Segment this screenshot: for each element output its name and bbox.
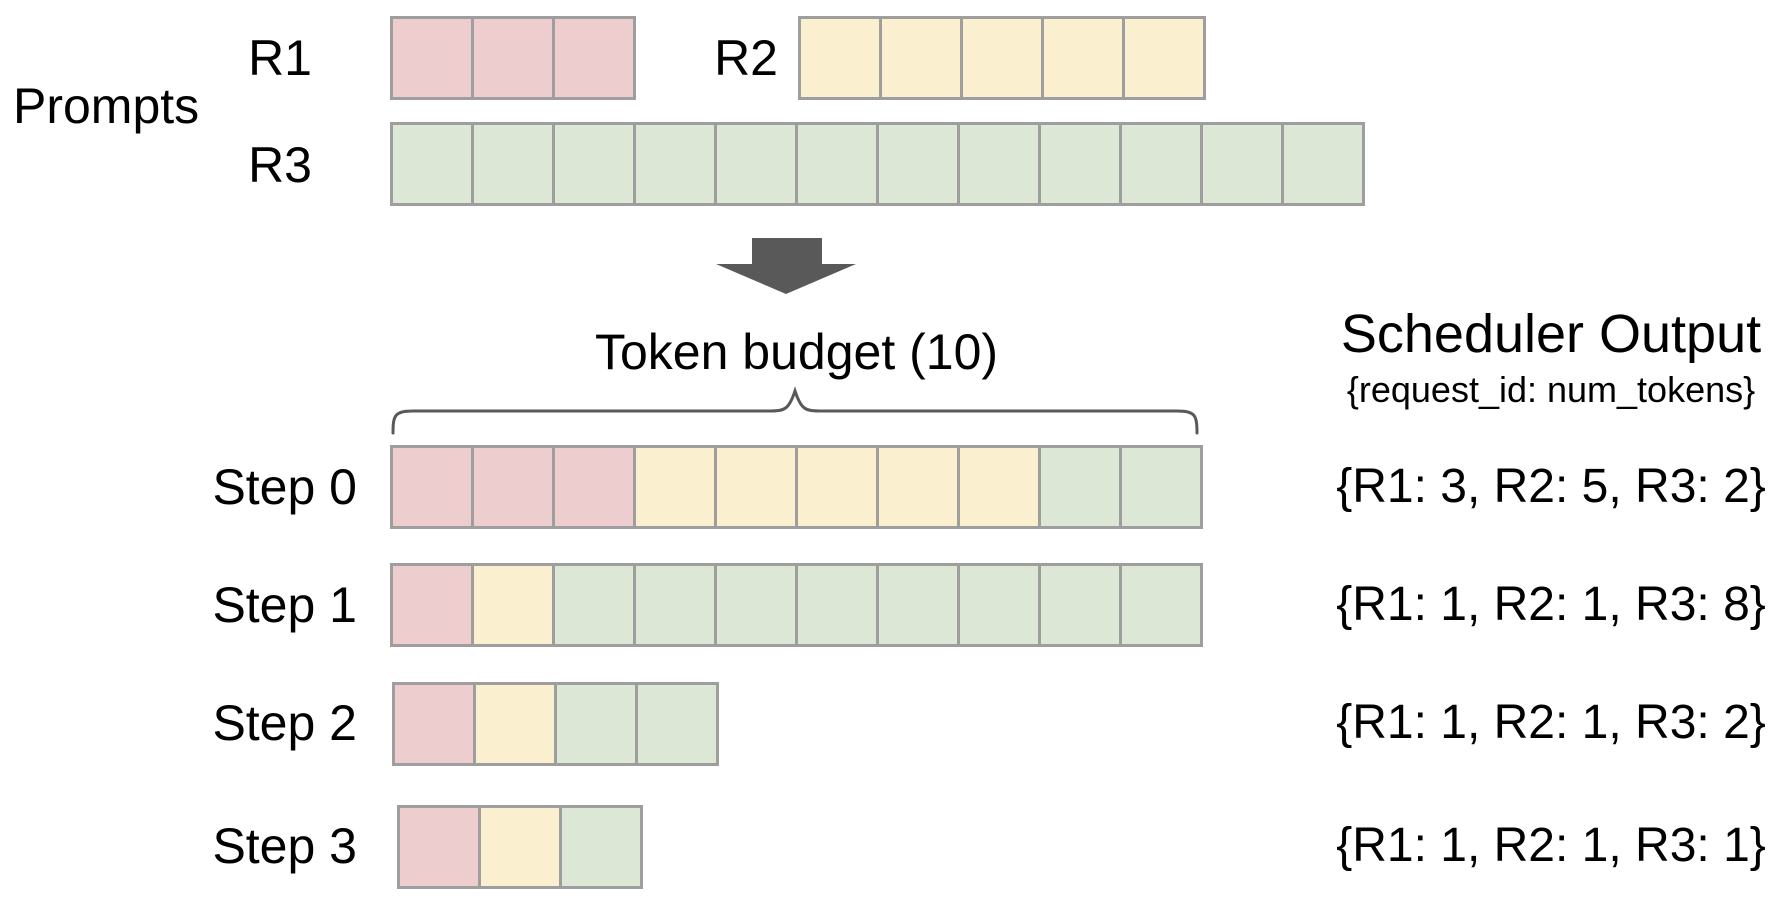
token-cell-r1 <box>552 16 636 100</box>
scheduler-output-step-3: {R1: 1, R2: 1, R3: 1} <box>1336 819 1766 872</box>
token-cell-r3 <box>1119 122 1203 206</box>
token-cell-r2 <box>1041 16 1125 100</box>
token-cell-r2 <box>960 16 1044 100</box>
scheduler-output-title: Scheduler Output <box>1340 304 1762 364</box>
token-cell-r3 <box>1200 122 1284 206</box>
token-cell-r3 <box>554 682 638 766</box>
token-cell-r1 <box>390 445 474 529</box>
token-cell-r3 <box>876 122 960 206</box>
prompt-row-r3 <box>390 122 1365 206</box>
curly-brace-icon <box>391 386 1199 435</box>
request-r3-label: R3 <box>248 137 312 193</box>
scheduler-output-subtitle: {request_id: num_tokens} <box>1346 369 1756 410</box>
token-cell-r3 <box>1281 122 1365 206</box>
step-1-row <box>390 563 1203 647</box>
token-cell-r3 <box>957 122 1041 206</box>
request-r2-label: R2 <box>714 30 778 86</box>
token-cell-r1 <box>471 445 555 529</box>
scheduler-output-step-0: {R1: 3, R2: 5, R3: 2} <box>1336 460 1766 513</box>
token-cell-r3 <box>1038 445 1122 529</box>
token-cell-r3 <box>714 563 798 647</box>
prompts-label: Prompts <box>13 78 200 134</box>
step-2-row <box>392 682 719 766</box>
token-cell-r3 <box>957 563 1041 647</box>
token-cell-r2 <box>957 445 1041 529</box>
token-cell-r1 <box>390 563 474 647</box>
token-cell-r1 <box>390 16 474 100</box>
prompt-row-r2 <box>798 16 1206 100</box>
token-cell-r1 <box>552 445 636 529</box>
step-1-label: Step 1 <box>212 577 357 633</box>
step-3-row <box>397 805 643 889</box>
token-cell-r2 <box>876 445 960 529</box>
scheduler-output-step-1: {R1: 1, R2: 1, R3: 8} <box>1336 578 1766 631</box>
token-cell-r2 <box>478 805 562 889</box>
token-cell-r3 <box>633 122 717 206</box>
token-cell-r2 <box>1122 16 1206 100</box>
token-cell-r3 <box>635 682 719 766</box>
token-cell-r2 <box>714 445 798 529</box>
token-cell-r3 <box>552 122 636 206</box>
token-cell-r3 <box>633 563 717 647</box>
token-cell-r3 <box>876 563 960 647</box>
token-cell-r3 <box>559 805 643 889</box>
token-cell-r3 <box>1119 445 1203 529</box>
token-cell-r2 <box>633 445 717 529</box>
token-cell-r3 <box>795 563 879 647</box>
token-cell-r1 <box>392 682 476 766</box>
prompt-row-r1 <box>390 16 636 100</box>
token-cell-r1 <box>471 16 555 100</box>
request-r1-label: R1 <box>248 30 312 86</box>
step-0-label: Step 0 <box>212 459 357 515</box>
token-cell-r2 <box>473 682 557 766</box>
token-cell-r2 <box>471 563 555 647</box>
step-2-label: Step 2 <box>212 695 357 751</box>
token-cell-r2 <box>798 16 882 100</box>
token-cell-r3 <box>1119 563 1203 647</box>
token-cell-r2 <box>879 16 963 100</box>
token-cell-r3 <box>471 122 555 206</box>
token-cell-r3 <box>552 563 636 647</box>
down-arrow-icon <box>716 238 856 294</box>
token-cell-r2 <box>795 445 879 529</box>
token-cell-r3 <box>714 122 798 206</box>
scheduler-output-step-2: {R1: 1, R2: 1, R3: 2} <box>1336 696 1766 749</box>
token-cell-r3 <box>795 122 879 206</box>
step-0-row <box>390 445 1203 529</box>
token-budget-label: Token budget (10) <box>594 324 999 380</box>
token-cell-r1 <box>397 805 481 889</box>
token-cell-r3 <box>1038 563 1122 647</box>
token-cell-r3 <box>390 122 474 206</box>
token-cell-r3 <box>1038 122 1122 206</box>
step-3-label: Step 3 <box>212 818 357 874</box>
